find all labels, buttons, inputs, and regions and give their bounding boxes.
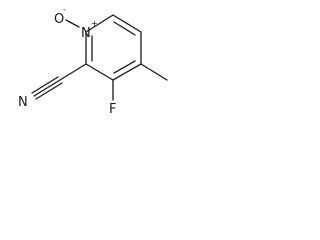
bond-c3-c2 — [85, 63, 114, 81]
oxide-charge: - — [63, 5, 66, 14]
chemical-structure: N + O - N F — [18, 5, 168, 117]
nitrile-nitrogen-label: N — [18, 95, 28, 110]
ring-nitrogen-label: N — [81, 26, 91, 41]
bond-c6-c5-inner — [113, 21, 136, 36]
bond-c2-cn — [59, 63, 87, 81]
bond-c6-c5 — [112, 14, 142, 33]
bond-nitrile-3 — [35, 82, 63, 100]
bond-c4-c3-inner — [113, 60, 136, 74]
ring-nitrogen-charge: + — [91, 19, 98, 28]
bond-n1-o — [65, 19, 80, 28]
bond-c4-c3 — [112, 63, 142, 81]
fluorine-label: F — [109, 102, 116, 117]
bond-n1-c6 — [85, 14, 114, 33]
bond-nitrile-2 — [31, 76, 59, 94]
oxide-oxygen-label: O — [54, 12, 64, 27]
bond-c4-methyl — [140, 63, 168, 81]
bond-nitrile-1 — [33, 79, 61, 97]
